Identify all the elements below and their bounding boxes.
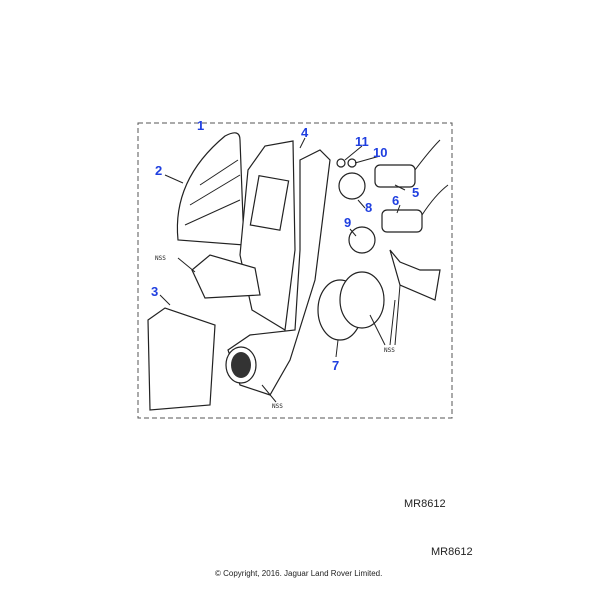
washer <box>336 158 346 168</box>
nss-label-lamp: NSS <box>384 347 395 354</box>
callout-6: 6 <box>392 193 399 208</box>
indicator-lens <box>147 307 216 411</box>
callout-5: 5 <box>412 185 419 200</box>
bulb-9 <box>348 226 376 254</box>
mounting-bracket <box>191 254 261 299</box>
bulb-holder-5 <box>374 164 416 188</box>
headlamp-lens <box>176 132 245 246</box>
callout-8: 8 <box>365 200 372 215</box>
callout-4: 4 <box>301 125 309 140</box>
bulb-8 <box>338 172 366 200</box>
callout-2: 2 <box>155 163 162 178</box>
callout-11: 11 <box>355 134 369 149</box>
nss-label-housing: NSS <box>272 403 283 410</box>
lamp-housing <box>227 149 331 396</box>
callout-9: 9 <box>344 215 351 230</box>
bracket <box>389 249 441 301</box>
reference-code-top: MR8612 <box>404 498 446 510</box>
copyright-notice: © Copyright, 2016. Jaguar Land Rover Lim… <box>215 569 383 578</box>
callout-10: 10 <box>373 145 387 160</box>
nut <box>347 158 357 168</box>
reference-code-bottom: MR8612 <box>431 546 473 558</box>
callout-7: 7 <box>332 358 339 373</box>
nss-label-bracket: NSS <box>155 255 166 262</box>
bulb-holder-6 <box>381 209 423 233</box>
callout-1: 1 <box>197 118 204 133</box>
callout-3: 3 <box>151 284 158 299</box>
assembly-boundary <box>137 122 453 419</box>
gasket <box>239 140 296 331</box>
